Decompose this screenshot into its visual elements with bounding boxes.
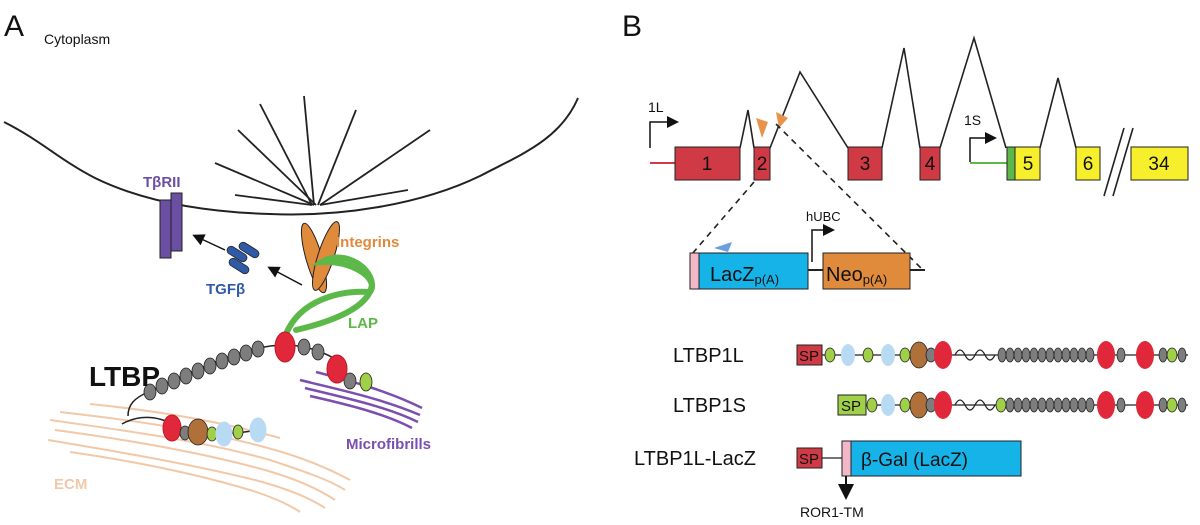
ltbp-egf-domains <box>143 338 357 401</box>
ecm-fibers <box>47 403 351 513</box>
exon-34: 34 <box>1130 146 1189 181</box>
lacz-label: LacZp(A) <box>710 264 779 287</box>
panel-b-letter: B <box>622 10 642 43</box>
protein-ltbp1l-name: LTBP1L <box>673 345 744 367</box>
exon-6-label: 6 <box>1083 154 1094 175</box>
cassette-expansion-lines <box>691 123 924 271</box>
exon-2-label: 2 <box>757 154 768 175</box>
ltbp-cb-domain <box>359 372 373 392</box>
promoter-1s-label: 1S <box>964 112 981 128</box>
ltbp-tb-domain-2 <box>326 354 348 384</box>
protein-ltbp1s-sp: SP <box>841 398 861 415</box>
primer-arrowhead-1 <box>756 118 768 138</box>
promoter-1l-arrow <box>649 116 679 148</box>
neo-label: Neop(A) <box>826 264 887 287</box>
protein-ltbp1l-lacz-name: LTBP1L-LacZ <box>634 448 756 470</box>
tgfb-to-receptor-arrow <box>192 234 226 251</box>
tbrii-label: TβRII <box>143 174 181 191</box>
integrins-label: Integrins <box>336 234 399 251</box>
panel-a-letter: A <box>4 10 24 43</box>
ror1-tm-label: ROR1-TM <box>800 504 864 520</box>
beta-gal-label: β-Gal (LacZ) <box>861 450 968 471</box>
lap-label: LAP <box>348 315 378 332</box>
integrins <box>300 221 340 294</box>
promoter-1s-arrow <box>969 132 997 162</box>
ecm-label: ECM <box>54 476 87 493</box>
protein-ltbp1l-lacz-sp: SP <box>799 451 819 468</box>
neo-polya: p(A) <box>863 272 888 287</box>
ltbp-lower-cb-2 <box>232 424 244 440</box>
exon-3: 3 <box>847 146 883 181</box>
ltbp-lower-blue-2 <box>249 417 267 443</box>
exon-1: 1 <box>674 146 741 181</box>
ltbp-lower-tb-domain <box>162 414 182 442</box>
microfibrils-label: Microfibrills <box>346 436 431 453</box>
tgfb-dimer <box>226 241 260 275</box>
exon-5: 5 <box>1006 146 1041 181</box>
promoter-1l-label: 1L <box>648 99 664 115</box>
exon-2: 2 <box>753 146 771 181</box>
exon-34-label: 34 <box>1148 154 1170 175</box>
protein-ltbp1l-sp: SP <box>799 348 819 365</box>
protein-ltbp1s-name: LTBP1S <box>673 395 746 417</box>
exon-4: 4 <box>919 146 941 181</box>
protein-ltbp1l: LTBP1L SP <box>673 341 1188 369</box>
cytoplasm-label: Cytoplasm <box>44 31 110 47</box>
primer-arrowhead-2 <box>776 112 788 128</box>
ltbp-lower-blue-1 <box>215 421 233 447</box>
ltbp-lower-hybrid <box>187 418 209 446</box>
exon-6: 6 <box>1075 146 1101 181</box>
exon-4-label: 4 <box>925 154 936 175</box>
lacz-primer-arrowhead <box>714 242 732 252</box>
tbrii-receptor <box>159 192 183 259</box>
lap-to-tgfb-arrow <box>267 266 303 286</box>
intron-lines <box>739 35 1077 149</box>
cell-membrane <box>3 97 579 216</box>
ltbp-label: LTBP <box>89 361 160 392</box>
cytoskeleton-lines <box>214 95 431 206</box>
hubc-label: hUBC <box>806 209 841 224</box>
exon-3-label: 3 <box>860 154 871 175</box>
ltbp-tb-domain <box>274 331 296 363</box>
panel-a: A Cytoplasm TβRII Integrins <box>3 10 579 513</box>
targeting-cassette: LacZp(A) Neop(A) hUBC <box>689 209 925 290</box>
protein-ltbp1s: LTBP1S SP <box>673 391 1188 419</box>
lap-loop <box>283 254 376 337</box>
exon-1-label: 1 <box>702 154 713 175</box>
neo-name: Neo <box>826 264 863 286</box>
lacz-polya: p(A) <box>754 272 779 287</box>
panel-b: B 1L 1S 1 2 3 4 <box>622 10 1189 520</box>
hubc-promoter-arrow <box>811 224 835 262</box>
exon-5-label: 5 <box>1023 154 1034 175</box>
gene-break-marks <box>1103 127 1134 197</box>
lacz-name: LacZ <box>710 264 754 286</box>
tgfb-label: TGFβ <box>206 281 245 298</box>
protein-ltbp1l-lacz: LTBP1L-LacZ SP β-Gal (LacZ) ROR1-TM <box>634 440 1022 520</box>
